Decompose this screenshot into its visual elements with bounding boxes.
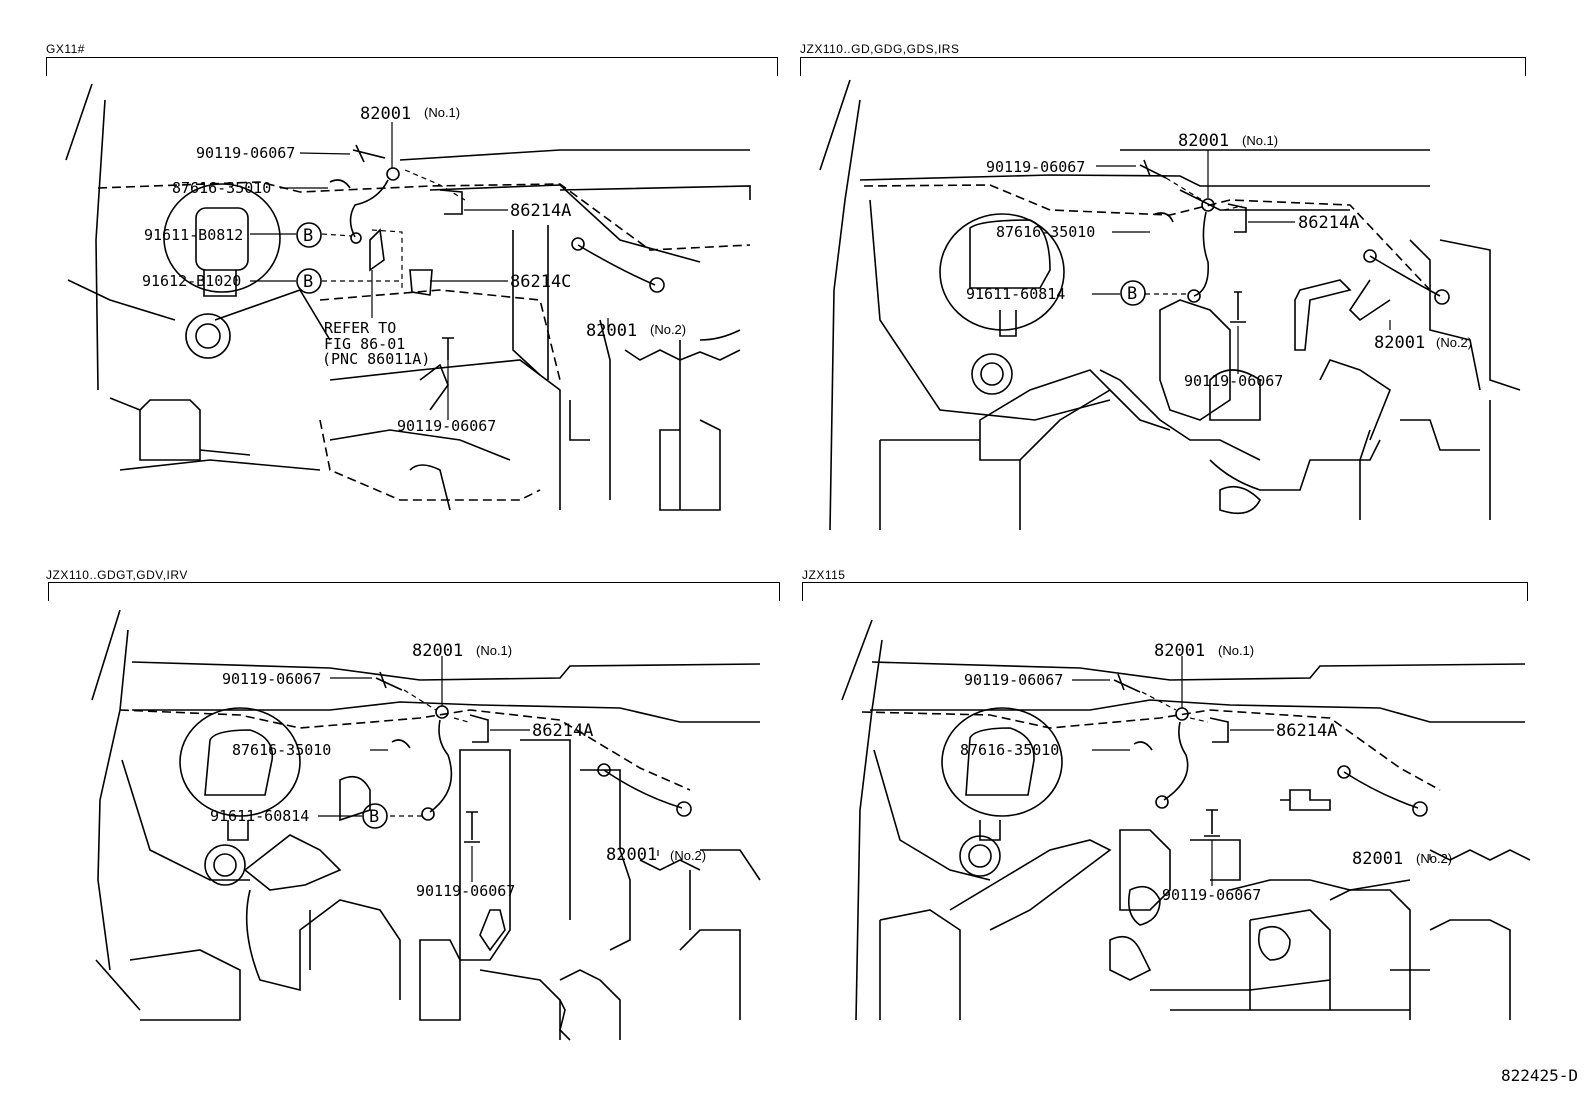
part-label: 86214A [1298,213,1359,233]
part-qualifier: (No.1) [424,105,460,120]
callout-b-marker: B [1127,284,1137,304]
part-qualifier: (No.1) [1218,643,1254,658]
part-label: 91611-60814 [966,285,1065,303]
callout-b-marker: B [369,807,379,827]
reference-note: REFER TO [324,319,396,337]
quadrant-jzx110-gdgt: JZX110..GDGT,GDV,IRV [0,550,790,1050]
part-label: 82001 [606,845,657,865]
part-label: 87616-35010 [232,741,331,759]
engine-bay-drawing: B 82001 (No.1) 90119-06067 86214A 87616-… [819,79,1521,531]
diagram-reference-id: 822425-D [1500,1066,1578,1085]
quadrant-title: GX11# [46,42,85,56]
engine-bay-drawing: 82001 (No.1) 90119-06067 86214A 87616-35… [841,619,1531,1021]
engine-bay-drawing: B 82001 (No.1) 90119-06067 86214A 87616-… [91,609,761,1041]
quadrant-jzx115: JZX115 [790,550,1592,1050]
part-qualifier: (No.1) [476,643,512,658]
title-frame [46,57,778,76]
quadrant-title: JZX110..GDGT,GDV,IRV [46,568,188,582]
quadrant-jzx110-gd: JZX110..GD,GDG,GDS,IRS [790,0,1592,540]
part-label: 82001 [1374,333,1425,353]
engine-bay-drawing: B B 82001 (No.1) 90119-06067 87616-35010… [65,83,751,511]
part-label: 90119-06067 [416,882,515,900]
part-label: 86214A [1276,721,1337,741]
reference-note: (PNC 86011A) [322,350,430,368]
callout-b-marker: B [303,226,313,246]
quadrant-gx11: GX11# [0,0,790,530]
part-qualifier: (No.2) [1436,335,1472,350]
part-label: 90119-06067 [964,671,1063,689]
quadrant-title: JZX115 [802,568,846,582]
part-label: 91612-B1020 [142,272,241,290]
title-frame [48,582,780,601]
part-label: 82001 [1178,131,1229,151]
part-label: 87616-35010 [960,741,1059,759]
part-label: 90119-06067 [1184,372,1283,390]
part-label: 86214C [510,272,571,292]
part-label: 87616-35010 [996,223,1095,241]
part-label: 82001 [412,641,463,661]
part-qualifier: (No.2) [650,322,686,337]
part-label: 82001 [360,104,411,124]
part-label: 90119-06067 [196,144,295,162]
part-label: 90119-06067 [1162,886,1261,904]
part-label: 90119-06067 [222,670,321,688]
callout-b-marker: B [303,272,313,292]
quadrant-title: JZX110..GD,GDG,GDS,IRS [800,42,960,56]
part-label: 82001 [1352,849,1403,869]
part-label: 91611-60814 [210,807,309,825]
part-qualifier: (No.1) [1242,133,1278,148]
reference-note: FIG 86-01 [324,335,405,353]
part-label: 86214A [510,201,571,221]
part-qualifier: (No.2) [670,848,706,863]
part-label: 86214A [532,721,593,741]
part-label: 90119-06067 [986,158,1085,176]
part-label: 82001 [1154,641,1205,661]
part-label: 90119-06067 [397,417,496,435]
title-frame [802,582,1528,601]
part-qualifier: (No.2) [1416,851,1452,866]
part-label: 82001 [586,321,637,341]
part-label: 87616-35010 [172,179,271,197]
part-label: 91611-B0812 [144,226,243,244]
title-frame [800,57,1526,76]
